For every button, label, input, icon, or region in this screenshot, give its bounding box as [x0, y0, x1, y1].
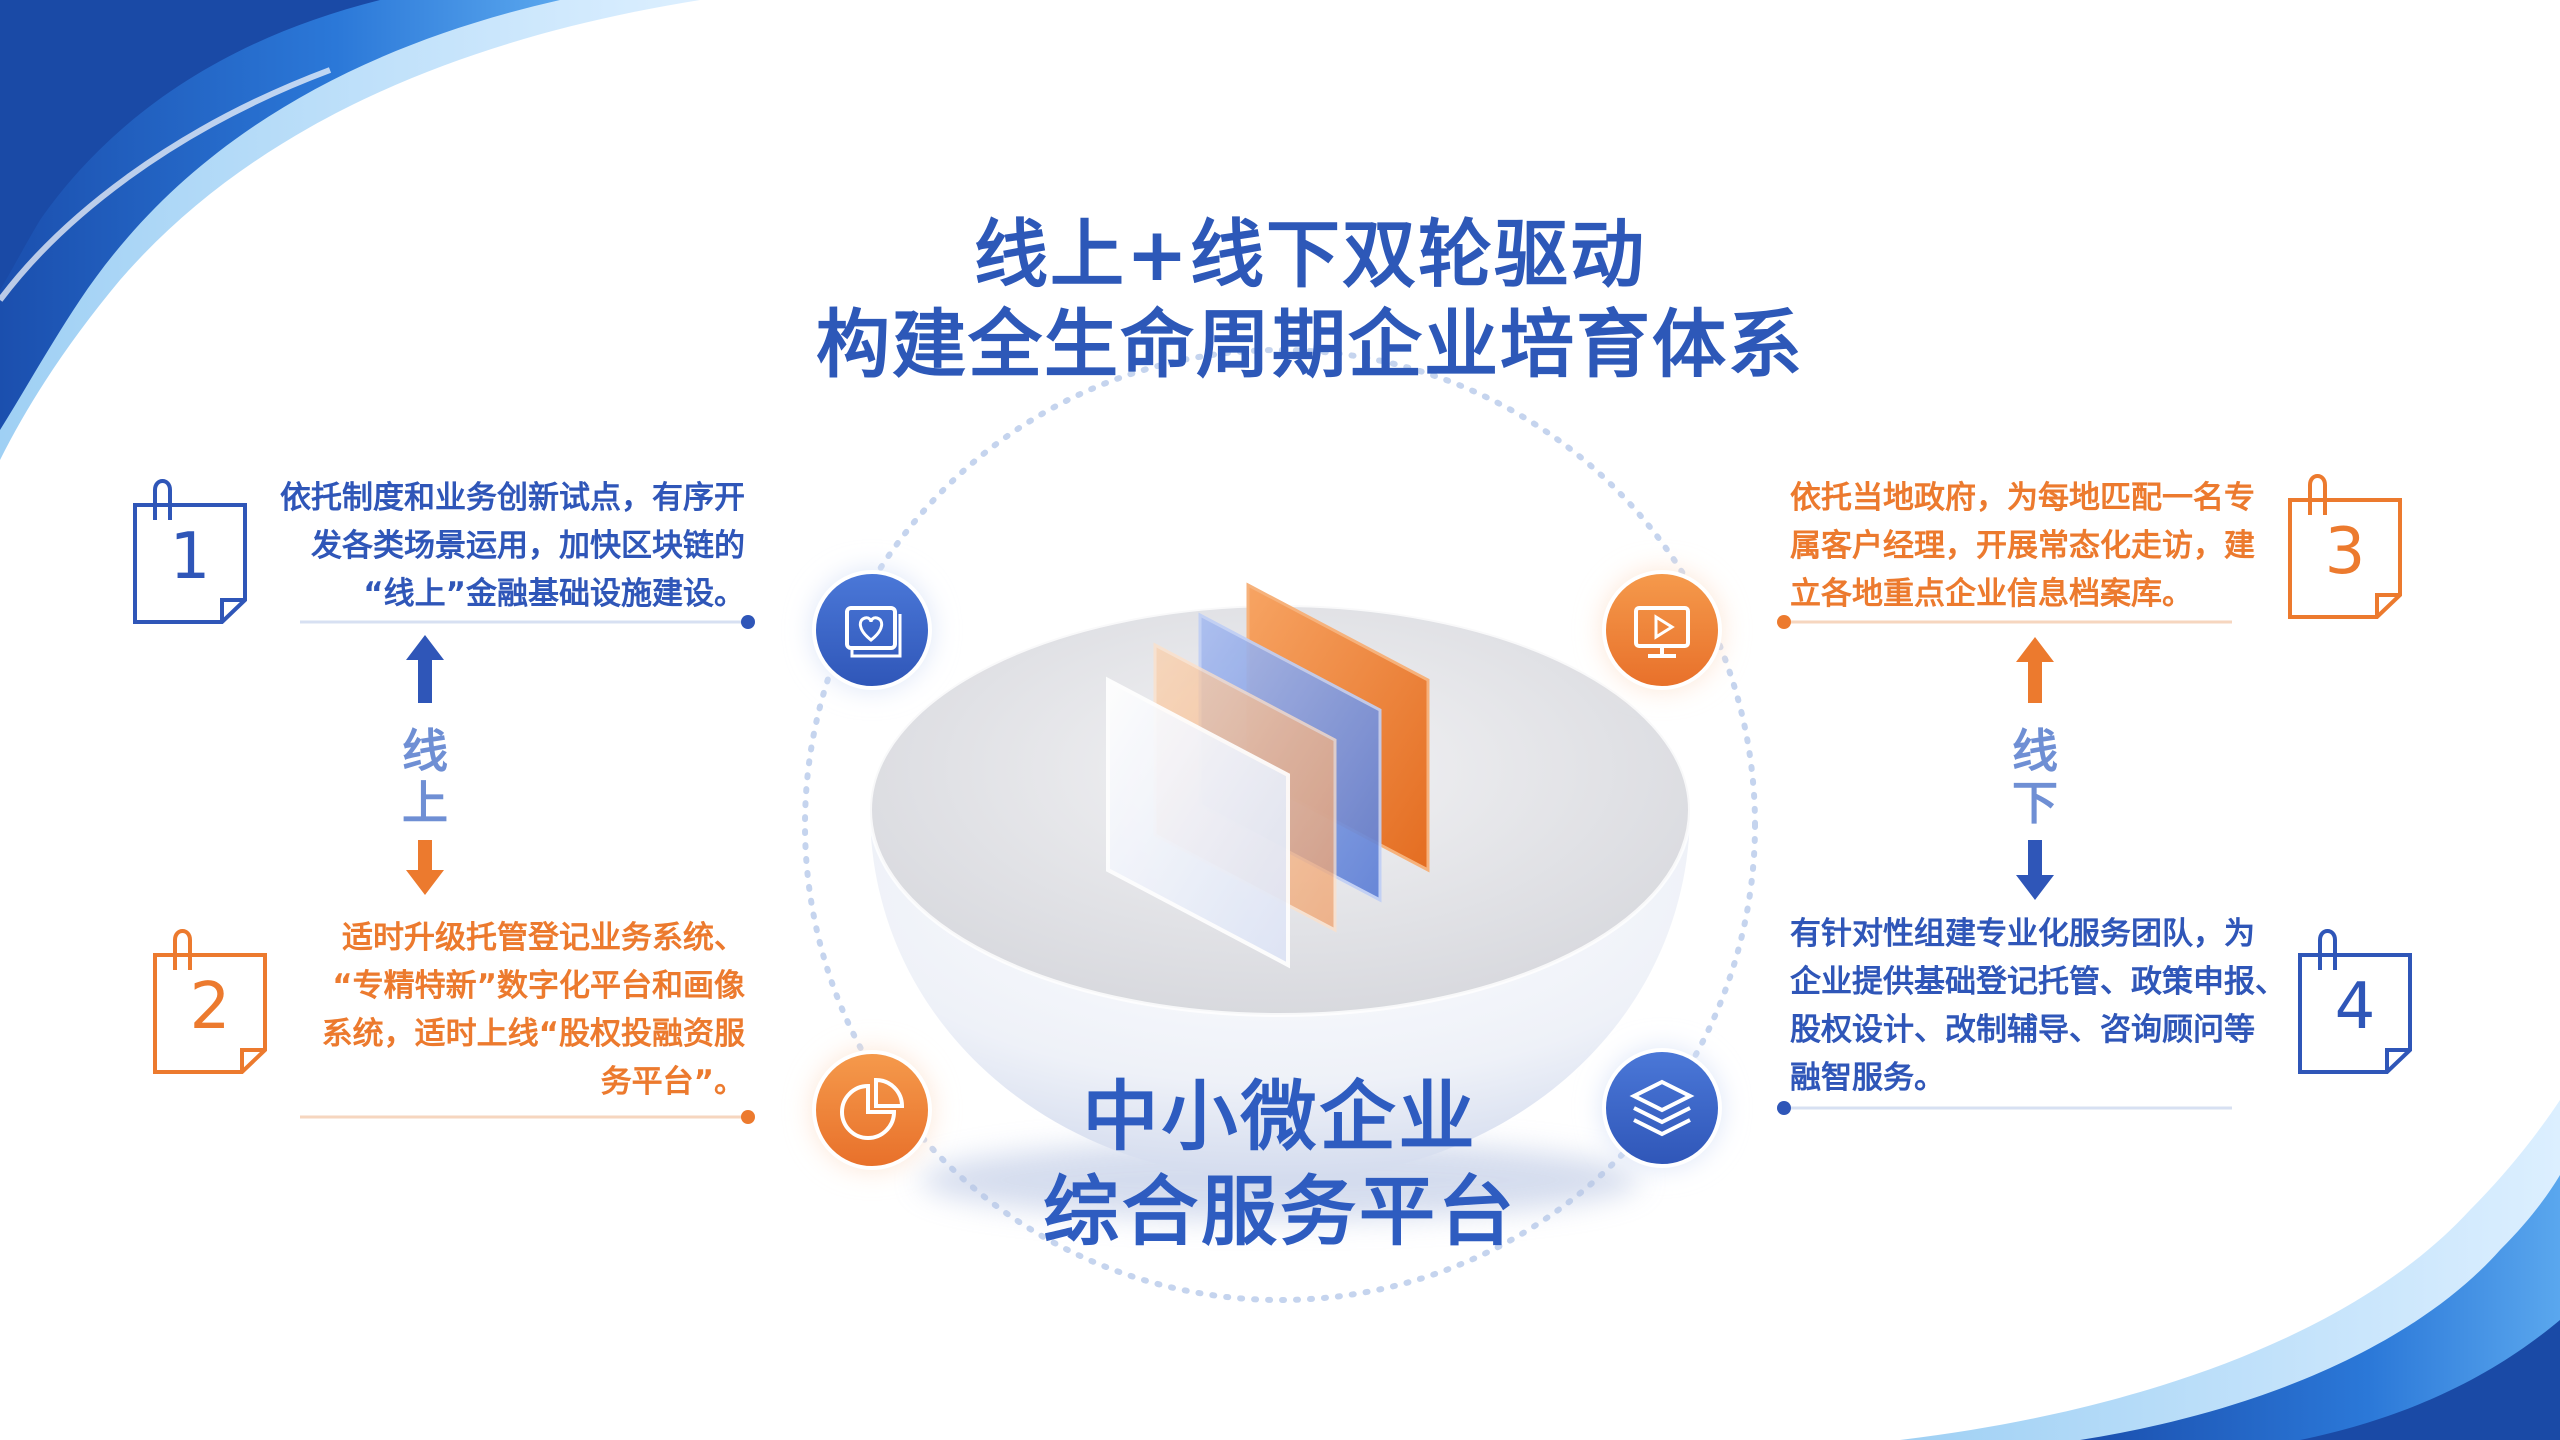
note-card-2 — [153, 929, 267, 1074]
card-number-4: 4 — [2334, 970, 2376, 1044]
online-label: 线上 — [402, 724, 448, 830]
card-number-1: 1 — [169, 520, 211, 594]
heart-image-icon[interactable] — [812, 570, 932, 690]
platform-name-line2: 综合服务平台 — [1043, 1167, 1517, 1256]
page-title-line1: 线上+线下双轮驱动 — [973, 212, 1646, 298]
note-card-3 — [2288, 474, 2402, 619]
note-card-4 — [2298, 929, 2412, 1074]
card-number-3: 3 — [2324, 515, 2366, 589]
item4-text: 有针对性组建专业化服务团队，为 企业提供基础登记托管、政策申报、 股权设计、改制… — [1790, 916, 2286, 1096]
platform-name-line1: 中小微企业 — [1082, 1072, 1478, 1161]
monitor-play-icon[interactable] — [1602, 570, 1722, 690]
layers-icon[interactable] — [1602, 1048, 1722, 1168]
page-title-line2: 构建全生命周期企业培育体系 — [816, 302, 1804, 388]
item2-text: 适时升级托管登记业务系统、 “专精特新”数字化平台和画像 系统，适时上线“股权投… — [321, 920, 745, 1100]
pie-chart-icon[interactable] — [812, 1050, 932, 1170]
item3-text: 依托当地政府，为每地匹配一名专 属客户经理，开展常态化走访，建 立各地重点企业信… — [1790, 480, 2255, 612]
card-number-2: 2 — [189, 970, 231, 1044]
offline-label: 线下 — [2012, 724, 2058, 830]
note-card-1 — [133, 479, 247, 624]
item1-text: 依托制度和业务创新试点，有序开 发各类场景运用，加快区块链的 “线上”金融基础设… — [280, 480, 745, 612]
